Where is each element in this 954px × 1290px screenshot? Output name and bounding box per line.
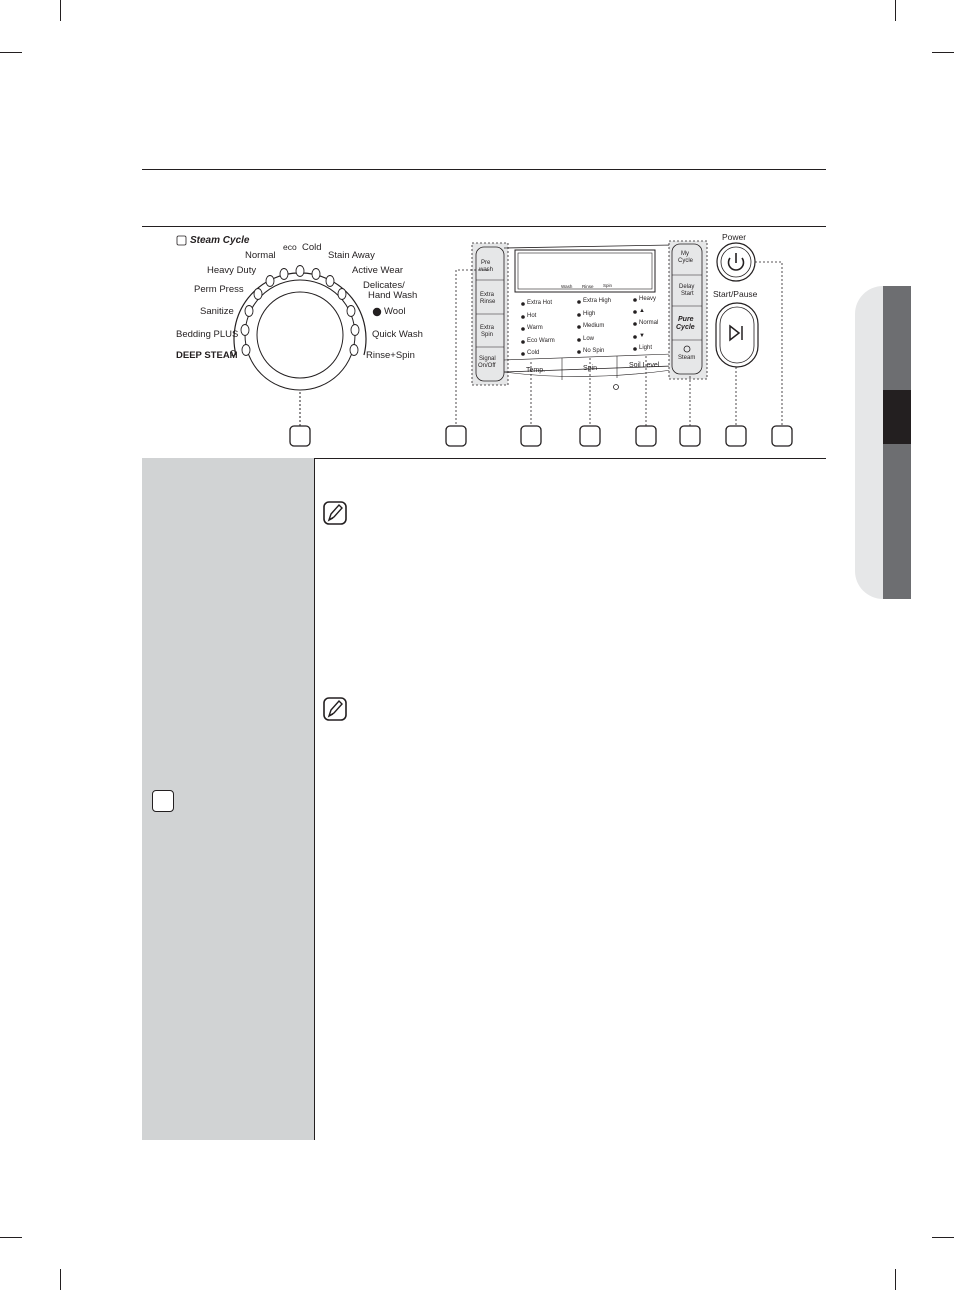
header-rule [142, 169, 826, 170]
dial-label-eco-cold: Cold [302, 242, 322, 253]
temp-option: Eco Warm [527, 338, 555, 344]
pure-cycle-label-2: Cycle [676, 324, 695, 331]
callout-box [445, 425, 467, 447]
callout-number-box [152, 790, 174, 812]
cycle-dial [233, 265, 367, 447]
callout-box [725, 425, 747, 447]
control-panel-diagram [176, 235, 793, 447]
display-rinse: Rinse [582, 284, 594, 289]
dial-label-heavy-duty: Heavy Duty [207, 265, 257, 276]
dial-label-wool: Wool [384, 306, 406, 317]
dial-label-sanitize: Sanitize [200, 306, 234, 317]
temp-option: Hot [527, 313, 537, 319]
temp-button-label: Temp. [526, 367, 546, 374]
start-pause-label: Start/Pause [713, 289, 758, 299]
power-icon [727, 257, 745, 271]
callout-box [520, 425, 542, 447]
crop-mark [0, 1237, 22, 1238]
temp-option: Warm [527, 325, 543, 331]
dial-label-perm-press: Perm Press [194, 284, 244, 295]
spin-option: Low [583, 336, 595, 342]
signal-label-2: On/Off [478, 363, 496, 369]
chapter-tab [855, 286, 911, 599]
spin-button-label: Spin [583, 365, 598, 372]
table-rule [142, 458, 826, 459]
play-pause-icon [729, 324, 743, 342]
extra-spin-label-2: Spin [481, 332, 494, 338]
pre-wash-label-1: Pre [481, 260, 491, 266]
crop-mark [895, 0, 896, 21]
dial-label-bedding-plus: Bedding PLUS [176, 329, 239, 340]
callout-box [679, 425, 701, 447]
callout-box [289, 425, 311, 447]
dial-label-hand-wash: Hand Wash [368, 290, 418, 301]
note-icon [323, 697, 347, 721]
crop-mark [932, 52, 954, 53]
signal-label-1: Signal [479, 356, 496, 362]
steam-icon [683, 345, 691, 353]
steam-cycle-icon [176, 235, 187, 246]
crop-mark [60, 1269, 61, 1290]
display-spin: Spin [603, 283, 613, 288]
crop-mark [895, 1269, 896, 1290]
table-column-divider [314, 458, 315, 1140]
spin-option: Extra High [583, 298, 612, 304]
extra-rinse-label-2: Rinse [480, 299, 496, 305]
crop-mark [0, 52, 22, 53]
chapter-tab-active [883, 390, 911, 444]
deep-steam-icon [230, 350, 236, 356]
display-wash: Wash [561, 284, 573, 289]
dial-label-normal: Normal [245, 250, 276, 261]
callout-box [579, 425, 601, 447]
dial-label-rinse-spin: Rinse+Spin [366, 350, 415, 361]
callout-box [771, 425, 793, 447]
extra-rinse-label-1: Extra [480, 292, 495, 298]
child-lock-icon [613, 384, 619, 390]
wool-icon [372, 307, 382, 317]
pre-wash-label-2: wash [479, 267, 494, 273]
soil-option: Light [639, 345, 653, 351]
dial-label-active-wear: Active Wear [352, 265, 404, 276]
steam-cycle-title: Steam Cycle [190, 235, 250, 246]
soil-option: ▲ [639, 308, 645, 314]
my-cycle-label-2: Cycle [678, 258, 694, 264]
spin-option: High [583, 311, 596, 317]
soil-option: Heavy [639, 296, 657, 302]
dial-label-delicates: Delicates/ [363, 280, 405, 291]
section-rule [142, 226, 826, 227]
temp-option: Extra Hot [527, 300, 553, 306]
delay-start-label-1: Delay [679, 284, 695, 290]
soil-option: Normal [639, 320, 659, 326]
my-cycle-label-1: My [681, 251, 689, 257]
crop-mark [60, 0, 61, 21]
delay-start-label-2: Start [681, 291, 694, 297]
extra-spin-label-1: Extra [480, 325, 495, 331]
spin-option: Medium [583, 323, 605, 329]
soil-option: ▼ [639, 333, 645, 339]
spin-option: No Spin [583, 348, 605, 354]
crop-mark [932, 1237, 954, 1238]
dial-label-quick-wash: Quick Wash [372, 329, 423, 340]
eco-prefix: eco [283, 242, 297, 252]
dial-label-stain-away: Stain Away [328, 250, 375, 261]
soil-level-button-label: Soil Level [629, 362, 660, 369]
pure-cycle-label-1: Pure [678, 316, 694, 323]
callout-box [635, 425, 657, 447]
temp-option: Cold [527, 350, 540, 356]
note-icon [323, 501, 347, 525]
dial-label-deep-steam: DEEP STEAM [176, 350, 238, 361]
power-label: Power [722, 232, 747, 242]
steam-label: Steam [678, 355, 696, 361]
